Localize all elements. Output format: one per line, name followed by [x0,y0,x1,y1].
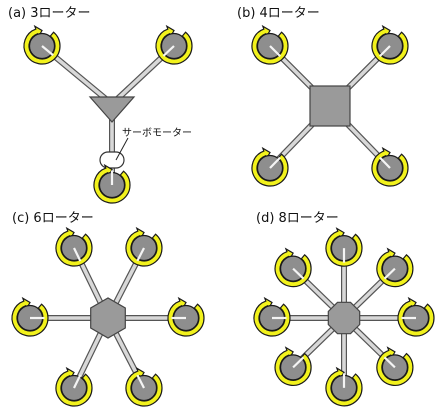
rotor [23,24,61,65]
rotors-3-rotor [23,24,193,204]
rotor-blade [136,374,145,389]
rotor-blade [136,247,145,262]
rotor [125,226,163,267]
panel-label-6-rotor: (c) 6ローター [12,211,94,226]
rotor [274,247,312,288]
rotor [376,346,414,386]
panel-8-rotor: (d) 8ローター [253,211,435,407]
servo-motor-label: サーボモーター [122,127,192,139]
rotor-blade [41,45,54,57]
rotor [155,24,193,65]
rotor-blade [162,45,175,57]
hub-octagon [327,301,361,335]
rotor-blade [383,267,396,280]
servo-motor [99,151,125,169]
rotor-blade [269,156,281,169]
panel-label-4-rotor: (b) 4ローター [237,6,320,21]
rotor-blade [73,374,82,389]
rotor [274,346,312,386]
rotor-blade [292,356,305,369]
panel-label-3-rotor: (a) 3ローター [8,6,91,21]
rotor [397,296,435,337]
rotor [253,296,291,337]
rotor [376,247,414,288]
rotor [167,296,205,337]
rotor [55,366,93,407]
rotor-blade [378,45,391,58]
panel-label-8-rotor: (d) 8ローター [256,211,339,226]
rotor-blade [269,45,282,58]
rotor [371,146,409,187]
rotor-blade [379,156,391,169]
rotor [325,227,363,267]
rotor-blade [383,356,396,369]
rotor [325,366,363,407]
rotor [11,296,49,337]
rotor [93,163,131,204]
rotor [251,146,289,187]
panel-4-rotor: (b) 4ローター [237,6,409,187]
rotor [371,24,409,65]
rotor-blade [73,247,82,262]
hub-square [309,85,351,127]
rotors-8-rotor [253,227,435,407]
rotor [125,366,163,407]
hub-triangle [88,96,136,123]
rotor [55,226,93,267]
hub-hexagon [90,297,126,339]
rotors-6-rotor [11,226,205,407]
rotor [251,24,289,65]
panel-3-rotor: (a) 3ローター サーボモーター [8,6,193,204]
servo-pointer-line [115,137,129,161]
panel-6-rotor: (c) 6ローター [11,211,205,407]
rotor-blade [292,267,305,280]
rotors-4-rotor [251,24,409,187]
